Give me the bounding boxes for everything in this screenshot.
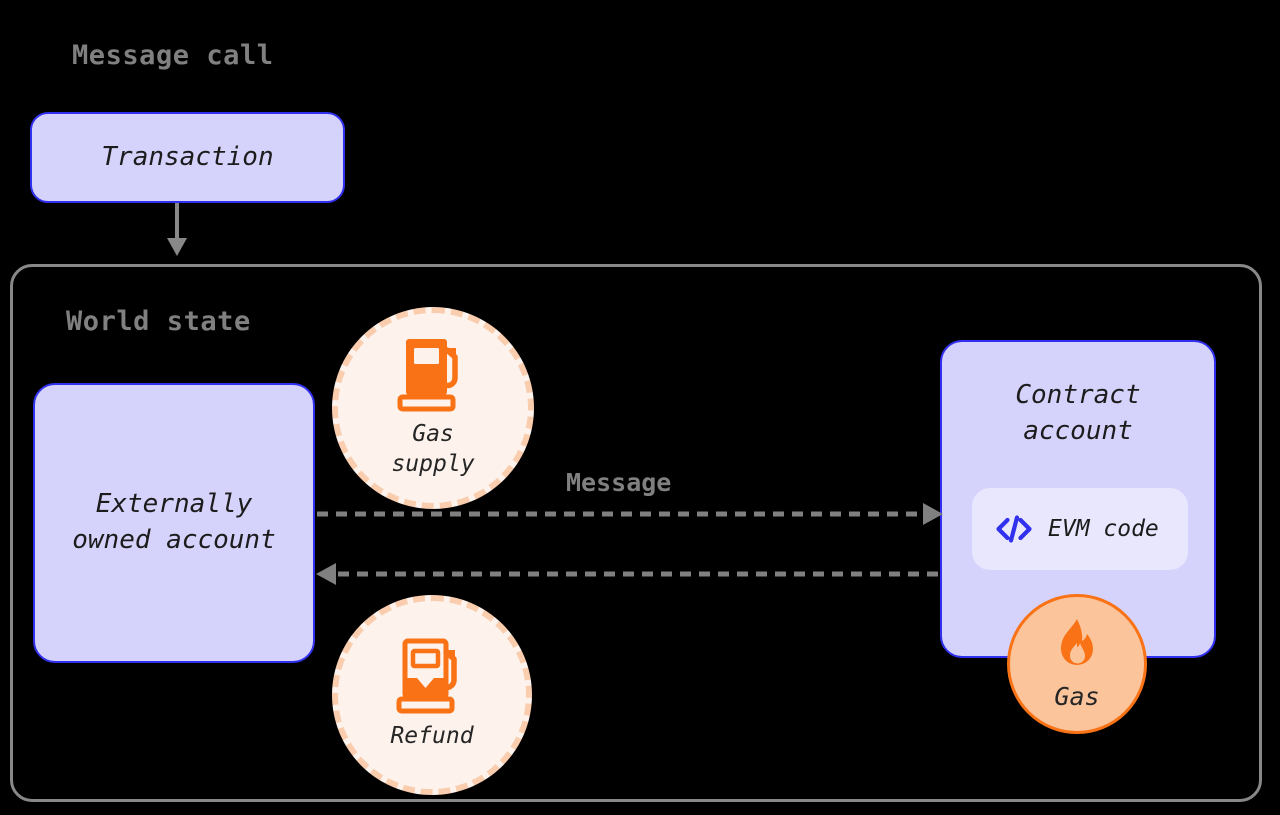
code-brackets-icon	[994, 514, 1034, 544]
refund-node[interactable]: Refund	[332, 595, 532, 795]
transaction-label: Transaction	[101, 141, 274, 172]
refund-label: Refund	[390, 723, 474, 750]
world-state-title: World state	[66, 306, 251, 337]
fuel-pump-low-icon	[396, 638, 468, 718]
fuel-pump-full-icon	[397, 336, 469, 416]
contract-account-label: Contract account	[1015, 380, 1141, 446]
arrow-transaction-to-world-state	[167, 203, 187, 256]
gas-supply-node[interactable]: Gas supply	[332, 307, 534, 509]
message-edge-label: Message	[566, 468, 672, 497]
message-call-title: Message call	[72, 40, 274, 71]
gas-node[interactable]: Gas	[1007, 594, 1147, 734]
gas-label: Gas	[1054, 681, 1100, 711]
externally-owned-account-node[interactable]: Externally owned account	[33, 383, 315, 663]
evm-code-label: EVM code	[1048, 516, 1159, 542]
gas-supply-label: Gas supply	[391, 421, 475, 477]
transaction-node[interactable]: Transaction	[30, 112, 345, 203]
world-state-container	[10, 264, 1262, 802]
externally-owned-account-label: Externally owned account	[72, 489, 276, 555]
flame-icon	[1050, 618, 1104, 680]
evm-code-chip[interactable]: EVM code	[972, 488, 1188, 570]
